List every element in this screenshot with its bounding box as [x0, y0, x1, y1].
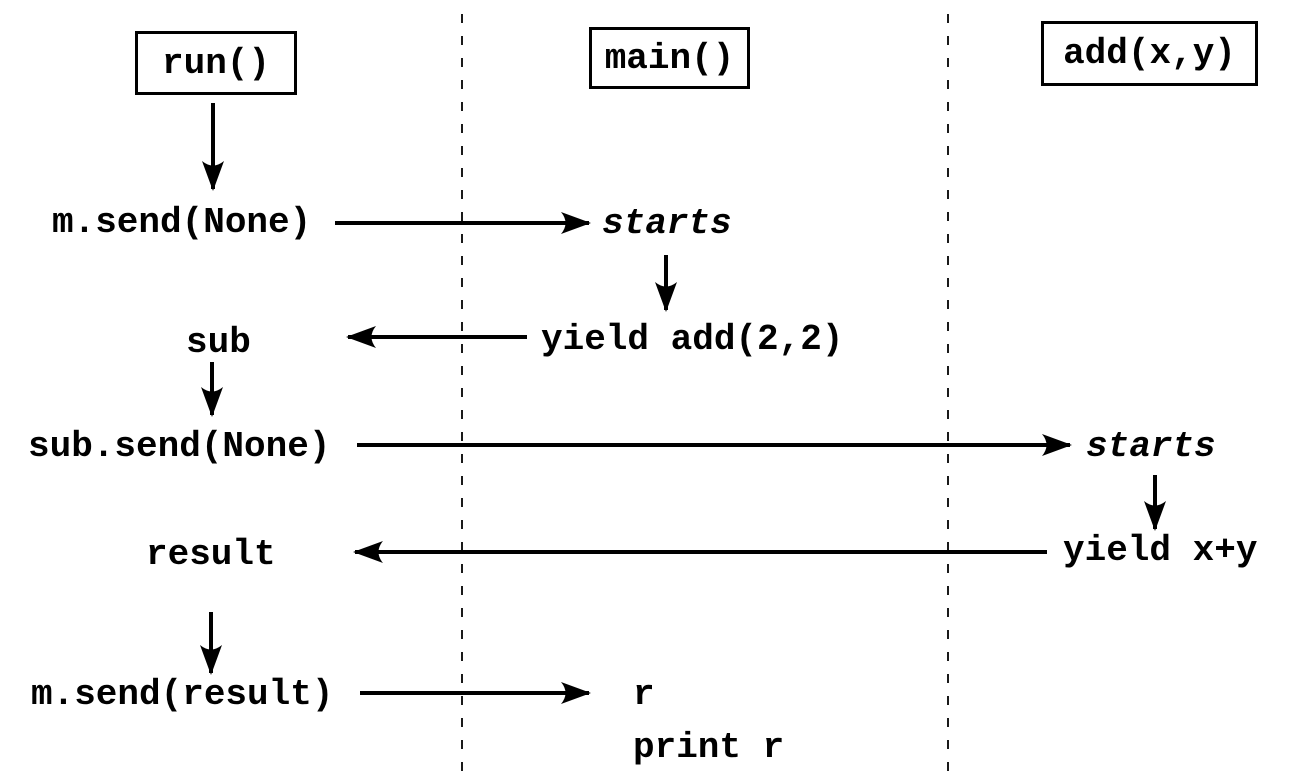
label-yield-xy: yield x+y	[1063, 530, 1258, 571]
label-m-send-none: m.send(None)	[52, 202, 312, 243]
label-starts-main: starts	[602, 203, 732, 244]
box-run: run()	[135, 31, 297, 95]
label-m-send-result: m.send(result)	[31, 674, 334, 715]
label-starts-add: starts	[1086, 426, 1216, 467]
label-r: r	[633, 674, 655, 715]
label-result: result	[146, 534, 276, 575]
box-add: add(x,y)	[1041, 21, 1258, 86]
label-sub: sub	[186, 322, 251, 363]
label-sub-send-none: sub.send(None)	[28, 426, 331, 467]
label-print-r: print r	[633, 727, 785, 768]
box-main: main()	[589, 27, 750, 89]
label-yield-add: yield add(2,2)	[541, 319, 844, 360]
